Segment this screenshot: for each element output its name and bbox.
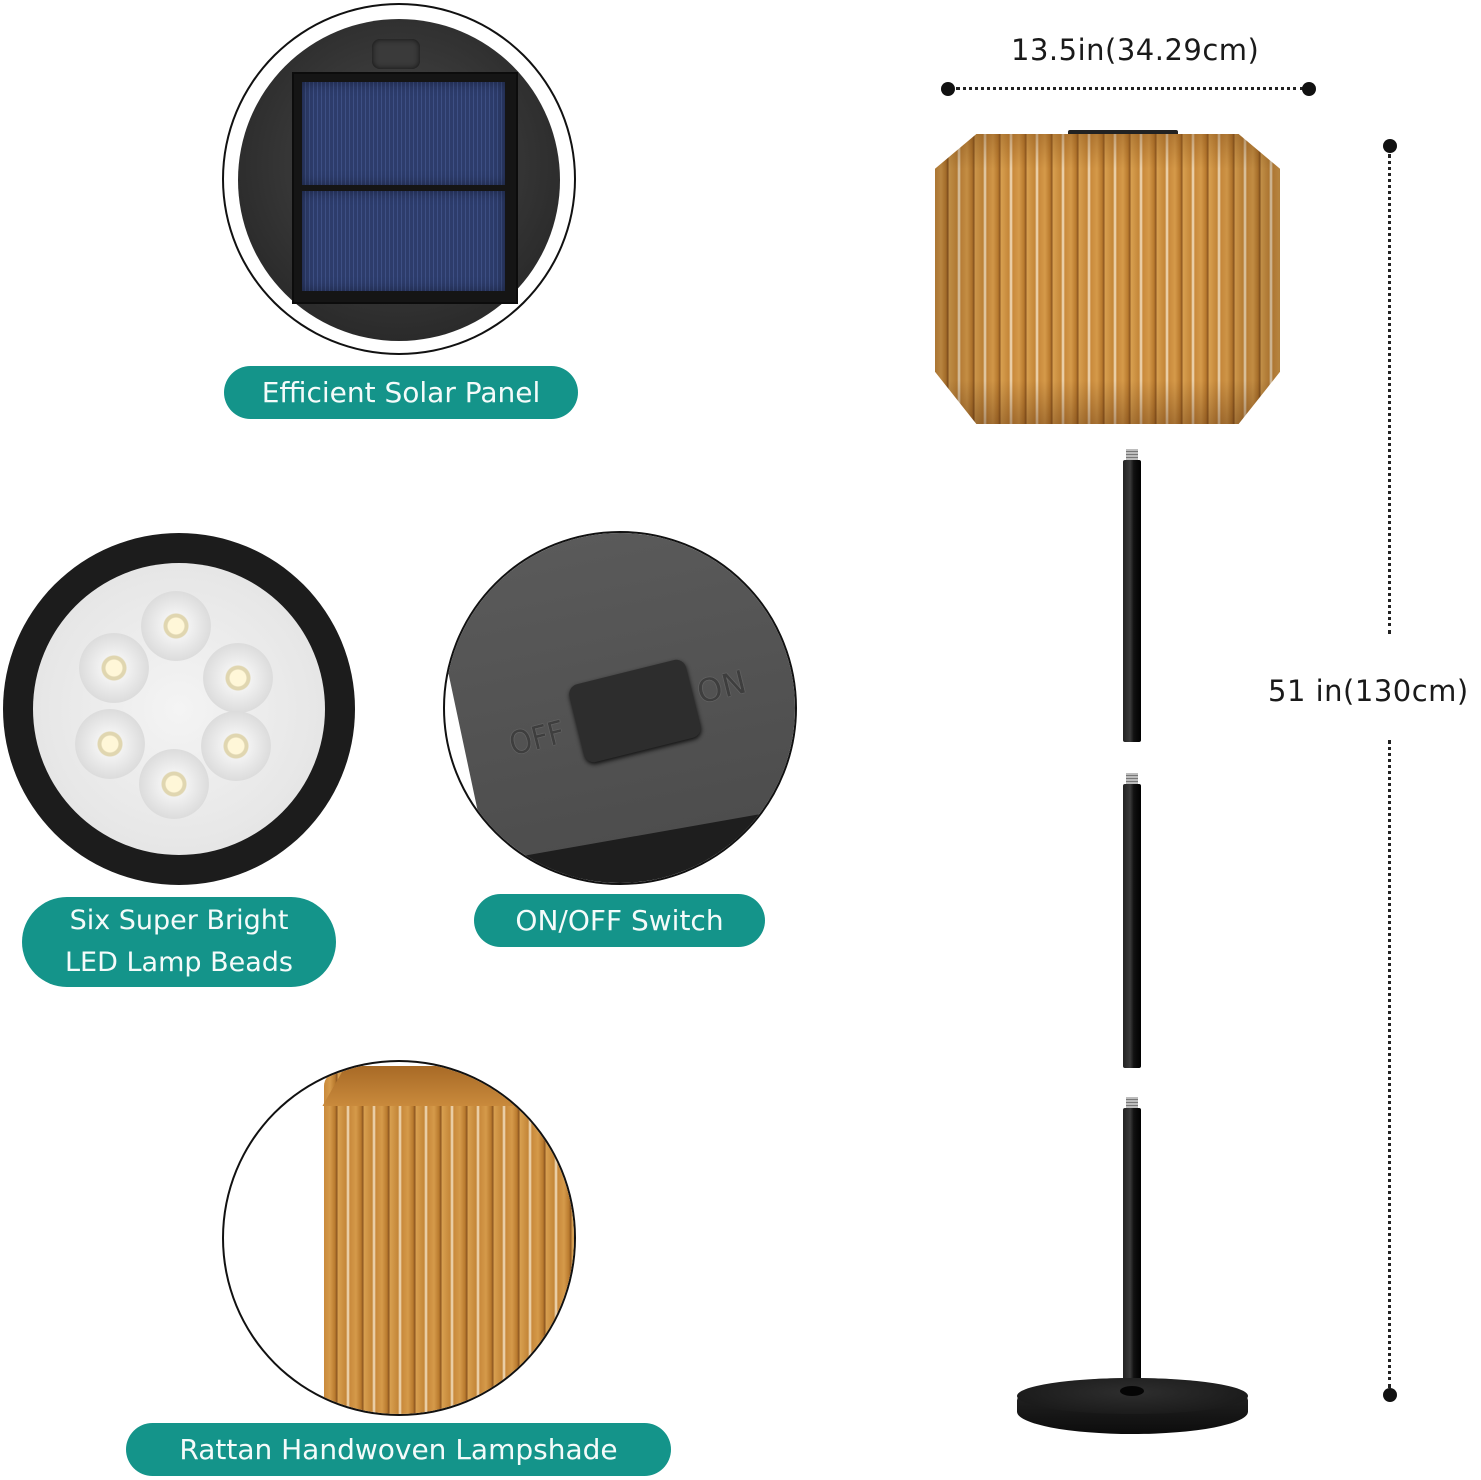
rattan-top-fold	[322, 1066, 574, 1106]
lamp-base-top	[1017, 1378, 1248, 1414]
pole-3-thread	[1126, 1097, 1138, 1109]
led-bead-5	[75, 709, 145, 779]
label-line-1: Six Super Bright	[69, 905, 289, 936]
height-dimension-label: 51 in(130cm)	[1268, 674, 1469, 708]
rattan-strips	[324, 1072, 574, 1414]
rattan-closeup	[222, 1060, 576, 1416]
pole-2-thread	[1126, 773, 1138, 785]
label-six-super-bright-led: Six Super Bright LED Lamp Beads	[22, 897, 336, 987]
height-dim-bottom-dot	[1383, 1388, 1397, 1402]
pole-1-thread	[1126, 449, 1138, 461]
led-beads-closeup	[3, 533, 355, 885]
solar-panel-closeup	[222, 3, 576, 355]
rattan-lampshade	[935, 134, 1280, 424]
lampshade-shading	[935, 134, 1280, 424]
width-dimension-label: 13.5in(34.29cm)	[1011, 33, 1260, 67]
housing-notch	[372, 39, 420, 69]
height-dim-line-lower	[1388, 740, 1391, 1388]
led-bead-3	[201, 711, 271, 781]
label-line-2: LED Lamp Beads	[65, 947, 293, 978]
led-bead-6	[79, 633, 149, 703]
width-dim-line	[956, 87, 1304, 90]
base-pole-socket	[1120, 1386, 1144, 1396]
width-dim-end-dot	[1302, 82, 1316, 96]
led-bead-1	[141, 591, 211, 661]
led-bead-2	[203, 643, 273, 713]
pole-segment-3	[1123, 1108, 1141, 1398]
height-dim-line-upper	[1388, 154, 1391, 634]
solar-cell-top	[302, 82, 505, 185]
pole-segment-2	[1123, 784, 1141, 1068]
solar-cell-bottom	[302, 191, 505, 291]
height-dim-top-dot	[1383, 139, 1397, 153]
label-rattan-handwoven-lampshade: Rattan Handwoven Lampshade	[126, 1423, 671, 1476]
label-on-off-switch: ON/OFF Switch	[474, 894, 765, 947]
label-efficient-solar-panel: Efficient Solar Panel	[224, 366, 578, 419]
pole-segment-1	[1123, 460, 1141, 742]
switch-closeup: OFF ON	[443, 531, 797, 885]
width-dim-start-dot	[941, 82, 955, 96]
led-bead-4	[139, 749, 209, 819]
